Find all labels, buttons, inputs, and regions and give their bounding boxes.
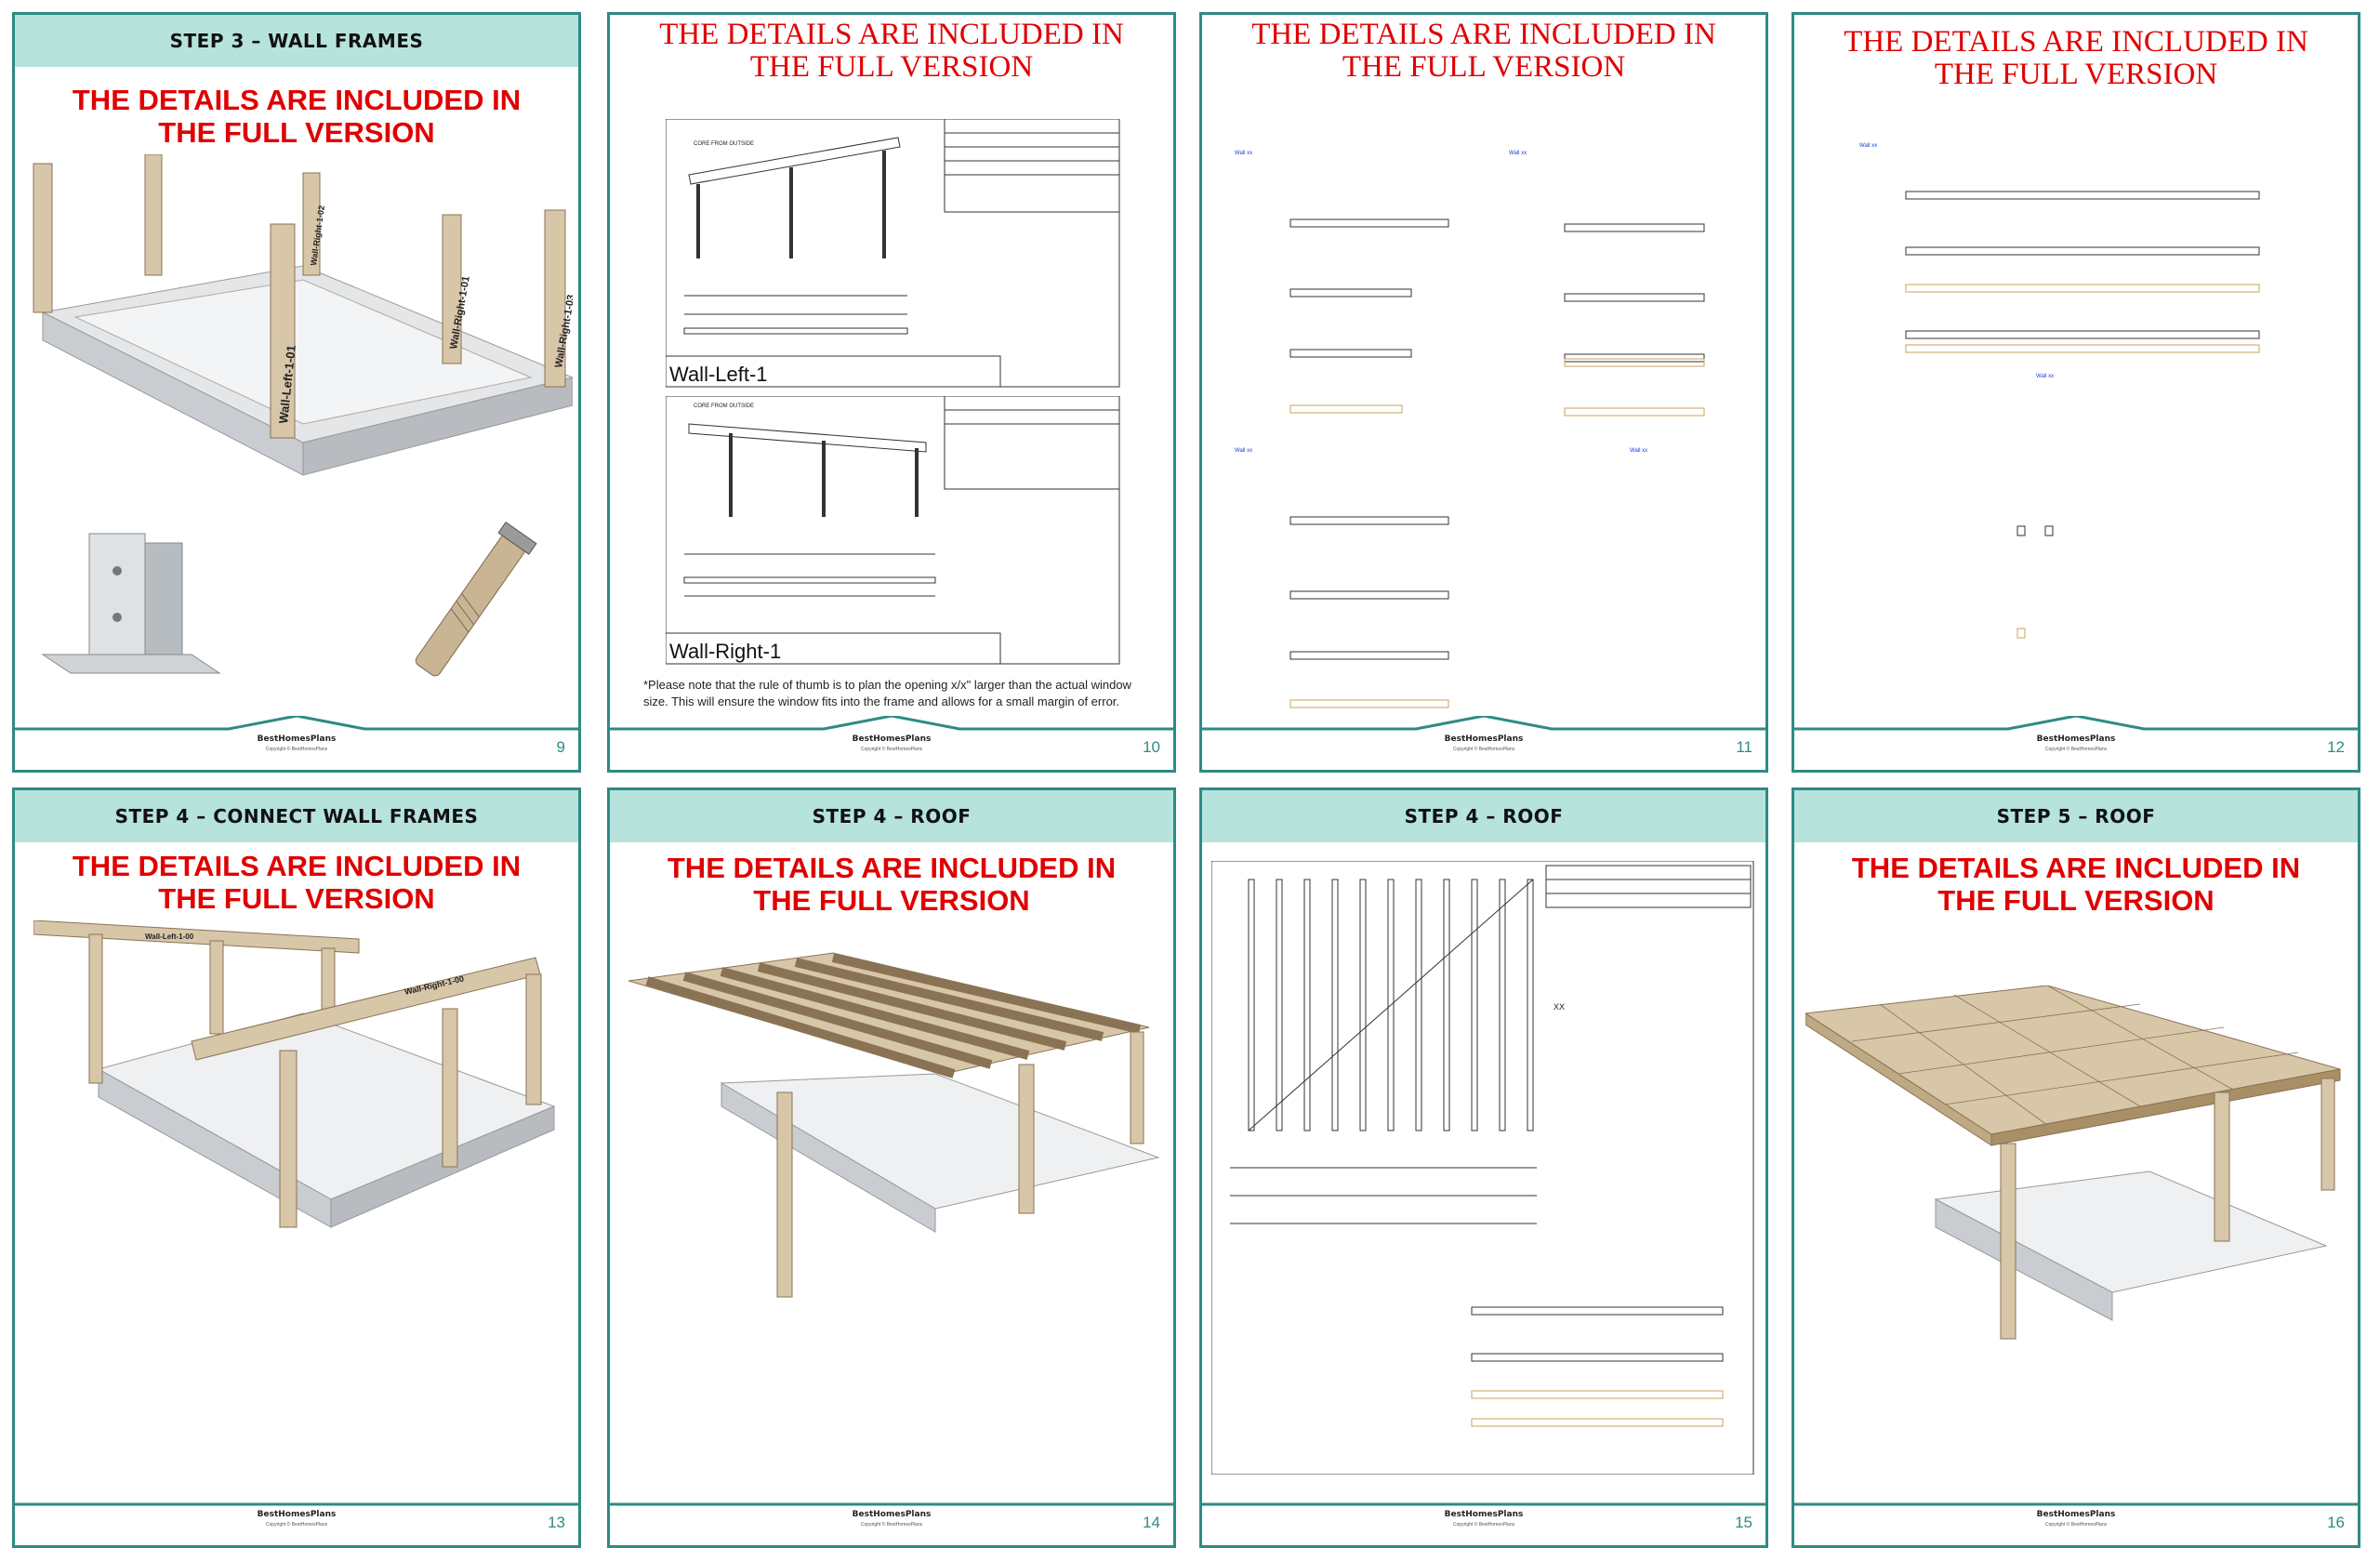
roof-sheathing-illustration [1805,986,2349,1395]
wall-right-drawing: CORE FROM OUTSIDE Wall-Right-1 [666,396,1121,666]
page-header: STEP 4 – ROOF [1202,790,1765,842]
page-number: 12 [2327,738,2345,756]
roof-framing-drawing: XX [1211,861,1755,1475]
page-9: STEP 3 – WALL FRAMES THE DETAILS ARE INC… [12,12,581,773]
full-version-notice: THE DETAILS ARE INCLUDED IN THE FULL VER… [72,850,522,915]
svg-text:Wall xx: Wall xx [2036,374,2054,379]
connect-wall-frames-illustration: Wall-Left-1-00 Wall-Right-1-00 [33,920,573,1404]
page-footer: BestHomesPlans Copyright © BestHomesPlan… [15,1491,578,1545]
page-header: STEP 4 – ROOF [610,790,1173,842]
brand-name: BestHomesPlans [257,734,337,744]
page-number: 13 [548,1514,565,1531]
copyright: Copyright © BestHomesPlans [2044,747,2108,752]
copyright: Copyright © BestHomesPlans [860,747,923,752]
roof-frame-illustration [628,944,1168,1381]
view-label: CORE FROM OUTSIDE [694,403,754,409]
page-number: 16 [2327,1514,2345,1531]
sheet-title: Wall-Right-1 [669,640,781,663]
page-number: 14 [1143,1514,1160,1531]
cut-list-drawings: Wall xx Wall xx Wall xx Wall xx [1221,136,1751,712]
wall-frames-illustration: Wall-Left-1-01 Wall-Right-1-01 Wall-Righ… [24,154,573,536]
page-footer: BestHomesPlans Copyright © BestHomesPlan… [1202,1491,1765,1545]
window-opening-note: *Please note that the rule of thumb is t… [643,678,1131,708]
page-13: STEP 4 – CONNECT WALL FRAMES THE DETAILS… [12,787,581,1548]
svg-text:Wall xx: Wall xx [1509,151,1527,156]
wall-left-drawing: CORE FROM OUTSIDE Wall-Left-1 [666,119,1121,389]
copyright: Copyright © BestHomesPlans [265,1522,328,1528]
page-footer: BestHomesPlans Copyright © BestHomesPlan… [1202,716,1765,770]
page-header: STEP 3 – WALL FRAMES [15,15,578,67]
svg-text:Wall xx: Wall xx [1235,151,1252,156]
page-10: THE DETAILS ARE INCLUDED IN THE FULL VER… [607,12,1176,773]
page-footer: BestHomesPlans Copyright © BestHomesPlan… [610,1491,1173,1545]
cut-list-drawings: Wall xx Wall xx [1850,136,2315,656]
svg-text:Wall xx: Wall xx [1859,143,1877,149]
copyright: Copyright © BestHomesPlans [265,747,328,752]
page-11: THE DETAILS ARE INCLUDED IN THE FULL VER… [1199,12,1768,773]
page-16: STEP 5 – ROOF THE DETAILS ARE INCLUDED I… [1792,787,2360,1548]
page-header: STEP 5 – ROOF [1794,790,2358,842]
brand-name: BestHomesPlans [1444,1510,1524,1519]
page-number: 11 [1736,738,1752,756]
page-footer: BestHomesPlans Copyright © BestHomesPlan… [610,716,1173,770]
brand-name: BestHomesPlans [257,1510,337,1519]
svg-text:Wall xx: Wall xx [1235,448,1252,454]
view-label: CORE FROM OUTSIDE [694,141,754,147]
brand-name: BestHomesPlans [852,1510,932,1519]
page-number: 15 [1735,1514,1752,1531]
brand-name: BestHomesPlans [1444,734,1524,744]
full-version-notice: THE DETAILS ARE INCLUDED IN THE FULL VER… [1844,25,2308,91]
brand-name: BestHomesPlans [852,734,932,744]
page-number: 10 [1143,738,1160,756]
post-base-bracket-image [33,524,247,682]
copyright: Copyright © BestHomesPlans [1452,747,1515,752]
brand-name: BestHomesPlans [2036,734,2116,744]
page-number: 9 [556,738,565,756]
full-version-notice: THE DETAILS ARE INCLUDED IN THE FULL VER… [1851,852,2301,917]
beam-label: Wall-Left-1-00 [145,933,194,941]
full-version-notice: THE DETAILS ARE INCLUDED IN THE FULL VER… [1251,18,1716,84]
full-version-notice: THE DETAILS ARE INCLUDED IN THE FULL VER… [72,84,522,149]
page-12: THE DETAILS ARE INCLUDED IN THE FULL VER… [1792,12,2360,773]
copyright: Copyright © BestHomesPlans [2044,1522,2108,1528]
copyright: Copyright © BestHomesPlans [1452,1522,1515,1528]
page-14: STEP 4 – ROOF THE DETAILS ARE INCLUDED I… [607,787,1176,1548]
full-version-notice: THE DETAILS ARE INCLUDED IN THE FULL VER… [667,852,1117,917]
svg-text:Wall xx: Wall xx [1630,448,1647,454]
page-footer: BestHomesPlans Copyright © BestHomesPlan… [15,716,578,770]
brand-name: BestHomesPlans [2036,1510,2116,1519]
anchor-bolt-image [387,517,554,694]
page-15: STEP 4 – ROOF XX [1199,787,1768,1548]
copyright: Copyright © BestHomesPlans [860,1522,923,1528]
page-footer: BestHomesPlans Copyright © BestHomesPlan… [1794,716,2358,770]
sheet-title: Wall-Left-1 [669,363,768,386]
full-version-notice: THE DETAILS ARE INCLUDED IN THE FULL VER… [659,18,1124,84]
page-footer: BestHomesPlans Copyright © BestHomesPlan… [1794,1491,2358,1545]
dimension-label: XX [1554,1002,1565,1012]
page-header: STEP 4 – CONNECT WALL FRAMES [15,790,578,842]
